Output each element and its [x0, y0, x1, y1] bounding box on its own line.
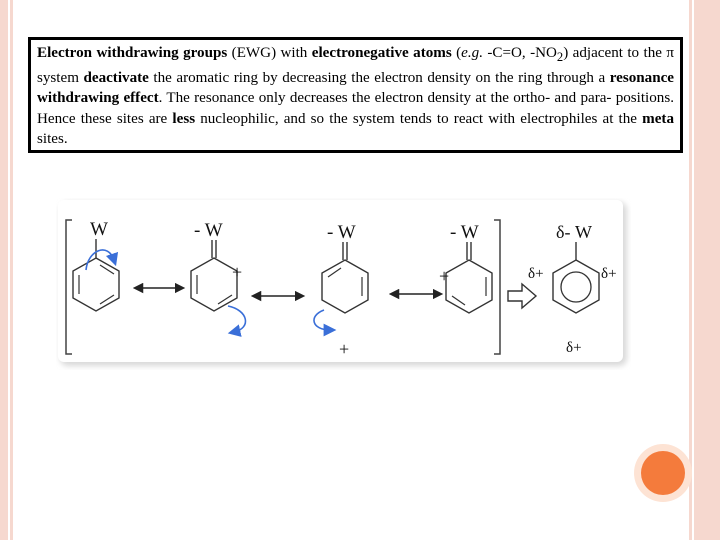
- substituent-w: W: [90, 219, 108, 240]
- resonance-structure-4: - W +: [439, 222, 493, 314]
- text-run: the aromatic ring by decreasing the elec…: [148, 69, 610, 86]
- term-less: less: [172, 110, 196, 127]
- substituent-minus-w: - W: [327, 222, 356, 243]
- resonance-structure-1: W: [72, 219, 120, 312]
- left-bracket: [65, 219, 72, 355]
- text-run: (EWG) with: [227, 45, 312, 61]
- substituent-minus-w: - W: [450, 222, 479, 243]
- term-ewg: Electron withdrawing groups: [37, 45, 228, 61]
- text-run: sites.: [37, 131, 68, 148]
- right-bracket: [494, 219, 501, 355]
- text-eg: e.g.: [461, 45, 483, 61]
- hollow-arrow: [507, 282, 538, 310]
- delta-plus-ortho-right: δ+: [601, 266, 617, 282]
- explanation-text: Electron withdrawing groups (EWG) with e…: [37, 43, 674, 150]
- resonance-structure-2: - W +: [190, 220, 247, 337]
- delta-minus-w: δ- W: [556, 222, 592, 242]
- positive-charge: +: [232, 262, 242, 282]
- delta-plus-para: δ+: [566, 340, 582, 356]
- left-border-stripe: [0, 0, 8, 540]
- substituent-minus-w: - W: [194, 220, 223, 241]
- resonance-diagram: W - W + - W +: [58, 200, 627, 366]
- pi-symbol: π: [666, 45, 674, 61]
- delta-plus-ortho-left: δ+: [528, 266, 544, 282]
- figure-panel: [58, 200, 623, 362]
- term-deactivate: deactivate: [83, 69, 149, 86]
- resonance-figure: W - W + - W +: [56, 198, 631, 370]
- text-run: ) adjacent to the: [563, 45, 667, 61]
- positive-charge: +: [339, 339, 349, 359]
- text-run: -C=O, -NO: [482, 45, 557, 61]
- electron-push-arrow: [227, 305, 247, 337]
- positive-charge: +: [439, 266, 449, 286]
- text-run: nucleophilic, and so the system tends to…: [195, 110, 643, 127]
- text-run: (: [451, 45, 462, 61]
- term-electronegative: electronegative atoms: [311, 45, 452, 61]
- text-run: . The resonance only decreases the elect…: [37, 90, 674, 127]
- electron-push-arrow: [313, 309, 337, 337]
- subscript-2: 2: [556, 50, 564, 65]
- resonance-hybrid: δ- W δ+ δ+ δ+: [528, 222, 617, 356]
- right-border-line: [689, 0, 692, 540]
- right-border-stripe: [694, 0, 720, 540]
- decor-orange-circle: [641, 451, 685, 495]
- term-resonance-effect: resonance withdrawing effect: [37, 69, 674, 107]
- term-meta: meta: [642, 110, 674, 127]
- left-border-line: [10, 0, 13, 540]
- resonance-structure-3: - W +: [313, 222, 369, 359]
- text-run: system: [37, 69, 84, 86]
- electron-push-arrow: [85, 249, 119, 271]
- explanation-box: Electron withdrawing groups (EWG) with e…: [28, 37, 683, 153]
